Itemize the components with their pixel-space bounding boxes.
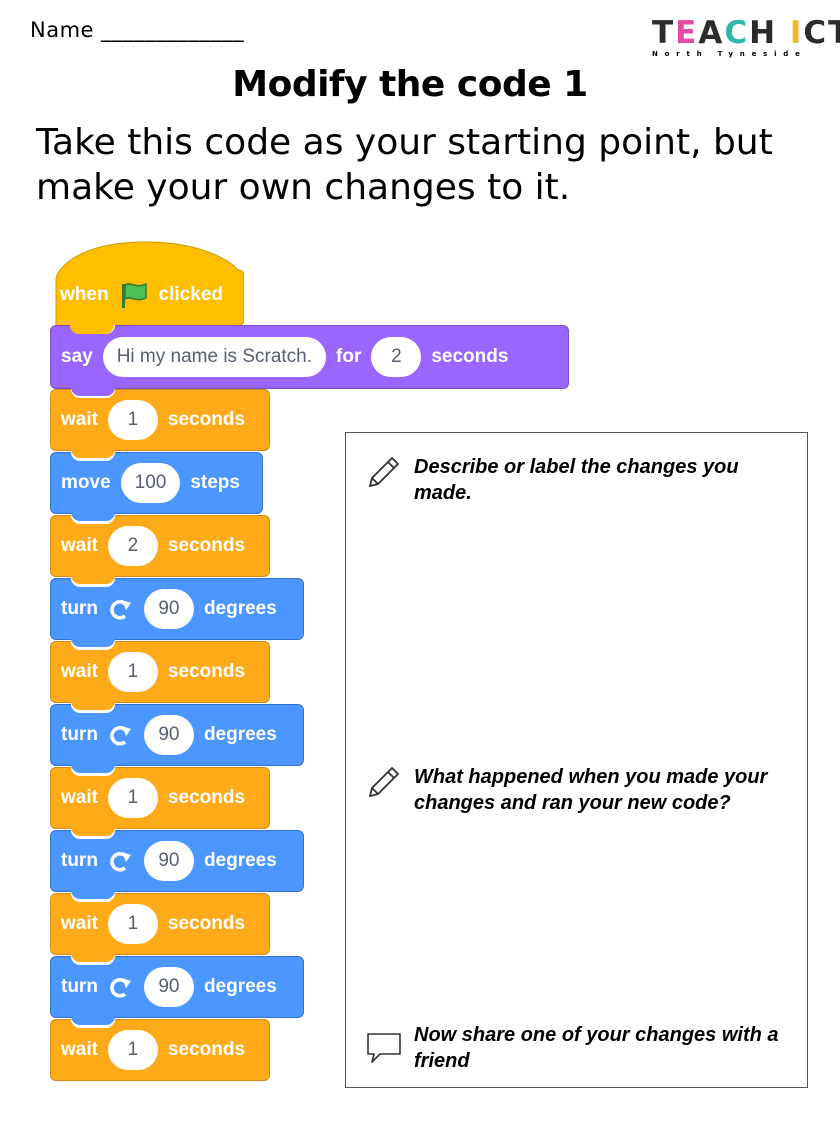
for-label: for [336,346,362,367]
code-block-4[interactable]: wait 2 seconds [50,515,270,584]
say-seconds-input[interactable]: 2 [371,337,422,377]
wait-label: wait [61,535,98,556]
code-block-10[interactable]: wait 1 seconds [50,893,270,962]
unit-label: seconds [167,535,246,556]
code-block-6[interactable]: wait 1 seconds [50,641,270,710]
code-block-7[interactable]: turn 90 degrees [50,704,304,773]
wait-label: wait [61,1039,98,1060]
code-block-12[interactable]: wait 1 seconds [50,1019,270,1081]
say-message-input[interactable]: Hi my name is Scratch. [102,337,327,377]
wait-input[interactable]: 1 [107,904,158,944]
turn-label: turn [61,850,98,871]
unit-label: seconds [167,1039,246,1060]
when-label: when [60,284,109,305]
turn-right-icon [110,852,131,872]
wait-label: wait [61,787,98,808]
turn-input[interactable]: 90 [143,589,194,629]
wait-label: wait [61,409,98,430]
code-block-3[interactable]: move 100 steps [50,452,263,521]
when-flag-clicked-hat-shape [55,241,244,326]
say-label: say [61,346,93,367]
logo-wordmark: TEACH ICT [652,15,840,51]
green-flag-icon [121,282,147,308]
turn-label: turn [61,598,98,619]
prompt-what-happened: What happened when you made your changes… [366,764,796,816]
wait-input[interactable]: 1 [107,400,158,440]
turn-input[interactable]: 90 [143,715,194,755]
code-block-11[interactable]: turn 90 degrees [50,956,304,1025]
unit-label: steps [190,472,240,493]
prompt-share-with-friend: Now share one of your changes with a fri… [366,1022,796,1074]
wait-input[interactable]: 1 [107,778,158,818]
turn-input[interactable]: 90 [143,967,194,1007]
code-block-9[interactable]: turn 90 degrees [50,830,304,899]
prompt-describe-changes: Describe or label the changes you made. [366,454,796,506]
turn-label: turn [61,976,98,997]
wait-label: wait [61,661,98,682]
unit-label: degrees [203,724,277,745]
wait-label: wait [61,913,98,934]
turn-right-icon [110,726,131,746]
pencil-icon [368,456,400,488]
prompt-text: What happened when you made your changes… [414,766,768,814]
code-block-0[interactable]: when clicked [50,264,244,334]
code-block-2[interactable]: wait 1 seconds [50,389,270,458]
code-block-8[interactable]: wait 1 seconds [50,767,270,836]
unit-label: degrees [203,598,277,619]
speech-bubble-icon [367,1033,401,1063]
unit-label: seconds [167,787,246,808]
unit-label: degrees [203,976,277,997]
logo-subtitle: North Tyneside [652,50,807,58]
prompt-text: Describe or label the changes you made. [414,456,739,504]
code-block-1[interactable]: say Hi my name is Scratch. for 2 seconds [50,325,569,396]
code-block-5[interactable]: turn 90 degrees [50,578,304,647]
turn-right-icon [110,978,131,998]
unit-label: degrees [203,850,277,871]
turn-input[interactable]: 90 [143,841,194,881]
move-input[interactable]: 100 [120,463,181,503]
turn-label: turn [61,724,98,745]
unit-label: seconds [167,661,246,682]
answer-box[interactable] [345,432,808,1088]
move-label: move [61,472,111,493]
instructions: Take this code as your starting point, b… [36,122,773,208]
prompt-text: Now share one of your changes with a fri… [414,1024,779,1072]
seconds-label: seconds [431,346,509,367]
wait-input[interactable]: 1 [107,1030,158,1070]
teach-ict-logo: TEACH ICT North Tyneside [652,15,840,59]
name-field-label: Name _____________ [30,18,245,42]
wait-input[interactable]: 1 [107,652,158,692]
wait-input[interactable]: 2 [107,526,158,566]
pencil-icon [368,766,400,798]
turn-right-icon [110,600,131,620]
unit-label: seconds [167,913,246,934]
page-title: Modify the code 1 [232,64,588,105]
unit-label: seconds [167,409,246,430]
clicked-label: clicked [158,284,223,305]
